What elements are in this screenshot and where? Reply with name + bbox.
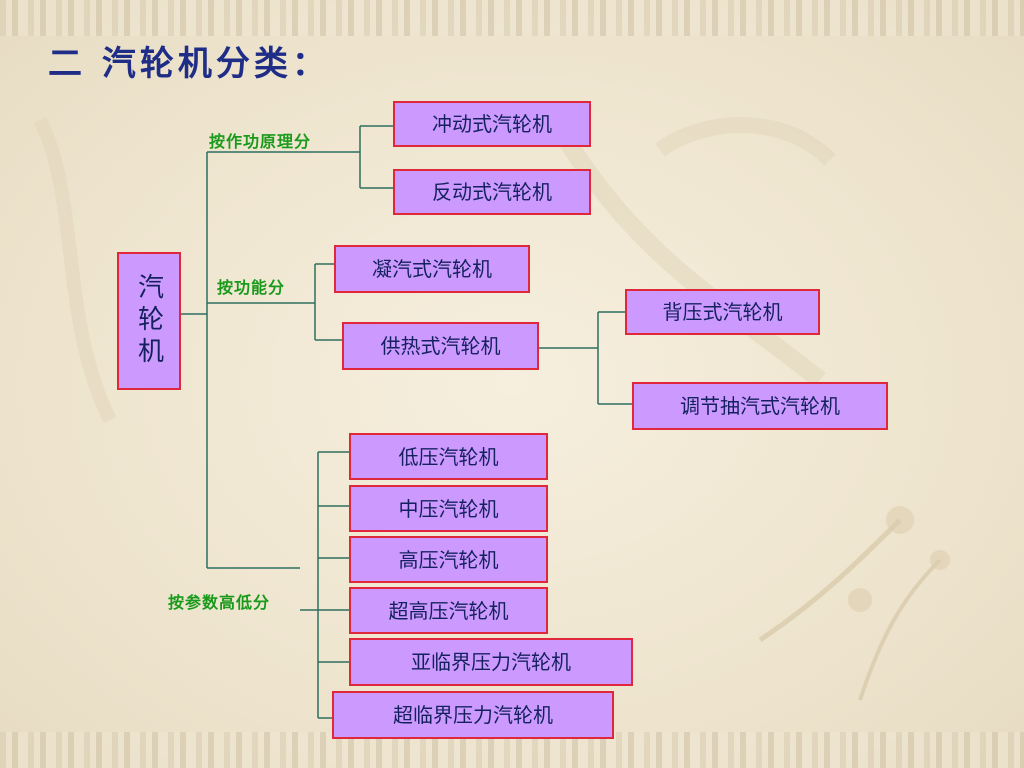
box-impulse-turbine: 冲动式汽轮机: [393, 101, 591, 147]
box-supercritical-turbine: 超临界压力汽轮机: [332, 691, 614, 739]
category-by-working-principle: 按作功原理分: [209, 132, 312, 151]
box-low-pressure-turbine-label: 低压汽轮机: [398, 444, 499, 469]
box-subcritical-turbine: 亚临界压力汽轮机: [349, 638, 633, 686]
box-reaction-turbine: 反动式汽轮机: [393, 169, 591, 215]
root-turbine-label: 汽轮机: [133, 273, 164, 369]
box-condensing-turbine: 凝汽式汽轮机: [334, 245, 530, 293]
box-impulse-turbine-label: 冲动式汽轮机: [432, 112, 552, 136]
box-supercritical-turbine-label: 超临界压力汽轮机: [393, 703, 553, 727]
box-extraction-turbine-label: 调节抽汽式汽轮机: [680, 394, 840, 418]
box-backpressure-turbine: 背压式汽轮机: [625, 289, 820, 335]
root-turbine-box: 汽轮机: [117, 252, 181, 390]
box-low-pressure-turbine: 低压汽轮机: [349, 433, 548, 480]
box-reaction-turbine-label: 反动式汽轮机: [432, 180, 552, 204]
box-medium-pressure-turbine-label: 中压汽轮机: [398, 496, 499, 521]
top-border-ornament: [0, 0, 1024, 36]
box-heating-turbine: 供热式汽轮机: [342, 322, 539, 370]
box-ultrahigh-pressure-turbine-label: 超高压汽轮机: [388, 598, 509, 623]
category-by-function: 按功能分: [217, 278, 286, 297]
box-extraction-turbine: 调节抽汽式汽轮机: [632, 382, 888, 430]
box-high-pressure-turbine-label: 高压汽轮机: [398, 547, 499, 572]
box-subcritical-turbine-label: 亚临界压力汽轮机: [411, 650, 571, 674]
box-medium-pressure-turbine: 中压汽轮机: [349, 485, 548, 532]
box-ultrahigh-pressure-turbine: 超高压汽轮机: [349, 587, 548, 634]
box-backpressure-turbine-label: 背压式汽轮机: [662, 300, 783, 324]
box-high-pressure-turbine: 高压汽轮机: [349, 536, 548, 583]
category-by-parameters: 按参数高低分: [168, 593, 271, 612]
slide-title: 二 汽轮机分类：: [48, 44, 330, 84]
box-heating-turbine-label: 供热式汽轮机: [380, 334, 501, 358]
box-condensing-turbine-label: 凝汽式汽轮机: [372, 257, 492, 281]
